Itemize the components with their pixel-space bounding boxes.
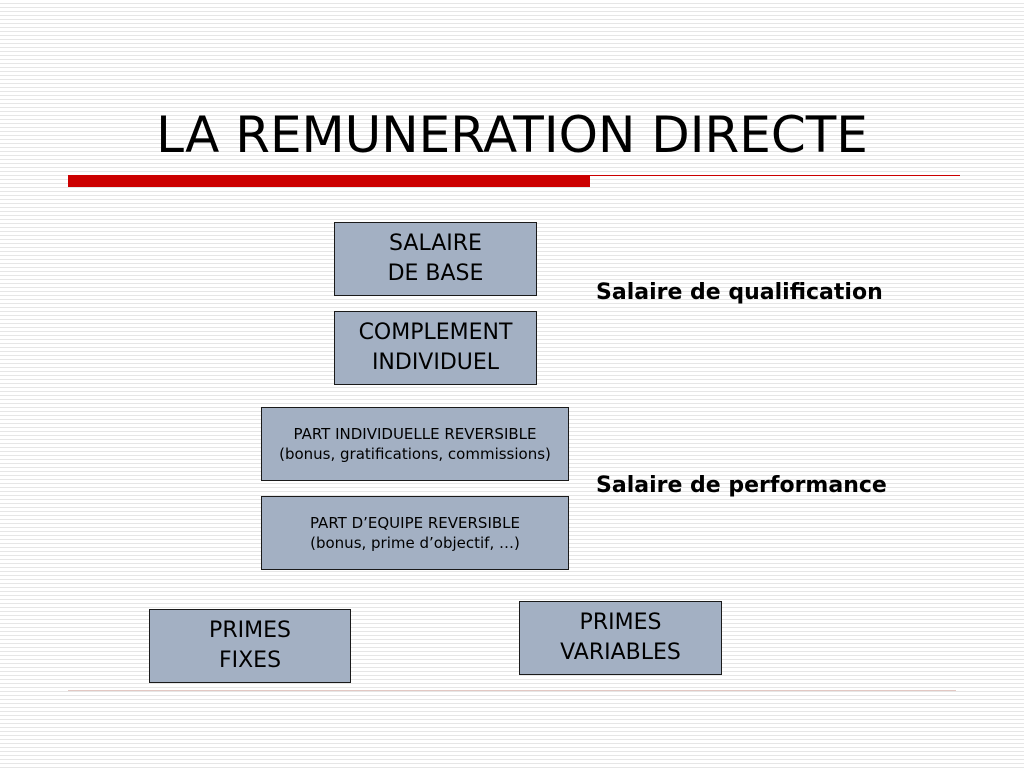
box-part-equipe-line2: (bonus, prime d’objectif, …) [310, 534, 520, 552]
title-underline-thick [68, 175, 590, 187]
box-part-equipe-reversible: PART D’EQUIPE REVERSIBLE (bonus, prime d… [261, 496, 569, 570]
box-salaire-de-base-line2: DE BASE [387, 261, 484, 286]
box-complement-individuel: COMPLEMENT INDIVIDUEL [334, 311, 537, 385]
box-complement-individuel-line1: COMPLEMENT [358, 320, 513, 345]
box-part-individuelle-line1: PART INDIVIDUELLE REVERSIBLE [293, 425, 537, 443]
box-primes-fixes-line1: PRIMES [209, 618, 291, 643]
box-primes-variables-line2: VARIABLES [560, 640, 681, 665]
box-primes-fixes-line2: FIXES [218, 648, 282, 673]
slide-title: LA REMUNERATION DIRECTE [156, 106, 868, 164]
box-primes-fixes: PRIMES FIXES [149, 609, 351, 683]
box-part-individuelle-reversible: PART INDIVIDUELLE REVERSIBLE (bonus, gra… [261, 407, 569, 481]
box-complement-individuel-line2: INDIVIDUEL [371, 350, 500, 375]
box-part-individuelle-line2: (bonus, gratifications, commissions) [279, 445, 551, 463]
box-salaire-de-base-line1: SALAIRE [389, 231, 482, 256]
bottom-divider [68, 690, 956, 691]
box-primes-variables: PRIMES VARIABLES [519, 601, 722, 675]
box-part-equipe-line1: PART D’EQUIPE REVERSIBLE [309, 514, 521, 532]
label-salaire-de-performance: Salaire de performance [596, 473, 887, 498]
title-underline-thin [590, 175, 960, 176]
box-salaire-de-base: SALAIRE DE BASE [334, 222, 537, 296]
label-salaire-de-qualification: Salaire de qualification [596, 280, 883, 305]
box-primes-variables-line1: PRIMES [579, 610, 662, 635]
